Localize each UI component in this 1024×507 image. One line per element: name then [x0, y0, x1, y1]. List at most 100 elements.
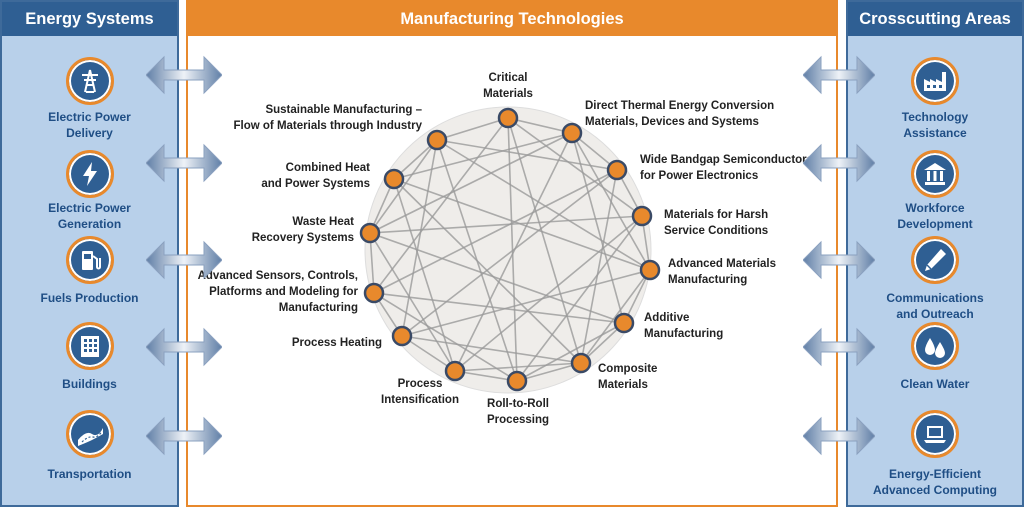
network-edge: [369, 132, 573, 234]
technology-node-label: Sustainable Manufacturing – Flow of Mater…: [234, 102, 422, 134]
technology-node: [359, 222, 381, 244]
crosscutting-area-item-label-line: Technology: [901, 110, 969, 124]
energy-system-item-label-line: Electric Power: [48, 201, 131, 215]
crosscutting-area-item-label-line: Energy-Efficient: [888, 467, 981, 481]
network-edge: [454, 370, 518, 382]
technology-node-label-line: Flow of Materials through Industry: [233, 120, 422, 132]
crosscutting-area-item-label-line: Advanced Computing: [872, 483, 997, 497]
network-edge: [401, 169, 618, 337]
energy-system-item-label-line: Transportation: [47, 467, 132, 481]
building-icon: [65, 322, 114, 370]
energy-system-item-label: Buildings: [2, 376, 177, 392]
technology-node-label-line: Wide Bandgap Semiconductors: [640, 154, 814, 166]
technology-node-label-line: Composite: [598, 363, 658, 375]
power-tower-icon: [65, 57, 114, 105]
energy-system-item-label: Transportation: [2, 466, 177, 482]
technology-node-label-line: Additive: [644, 312, 690, 324]
right-double-arrow-4: [803, 416, 875, 456]
institution-icon: [911, 150, 959, 198]
energy-system-item-label-line: Generation: [57, 217, 122, 231]
crosscutting-area-item-label-line: Assistance: [903, 126, 967, 140]
energy-system-item-label-line: Electric Power: [48, 110, 131, 124]
network-edge: [393, 178, 651, 271]
crosscutting-area-item-label-line: Development: [897, 217, 973, 231]
network-edge: [373, 169, 618, 294]
technology-node-label: Wide Bandgap Semiconductors for Power Ele…: [640, 152, 813, 184]
technology-node-label: Process Heating: [292, 335, 382, 351]
network-edge: [516, 215, 643, 382]
energy-systems-title: Energy Systems: [2, 2, 177, 36]
technology-node-label-line: Materials: [598, 379, 648, 391]
network-edge: [373, 292, 518, 382]
right-double-arrow-0: [803, 55, 875, 95]
network-edge: [436, 117, 509, 141]
right-double-arrow-3: [803, 327, 875, 367]
technology-node-label-line: Platforms and Modeling for: [209, 286, 358, 298]
technology-node-label-line: and Power Systems: [261, 178, 370, 190]
network-edge: [436, 139, 618, 171]
technology-node-label-line: Direct Thermal Energy Conversion: [585, 100, 775, 112]
technology-node-label-line: Sustainable Manufacturing –: [265, 104, 422, 116]
technology-node: [383, 168, 405, 190]
technology-node: [613, 312, 635, 334]
technology-node-label-line: Service Conditions: [664, 225, 769, 237]
left-double-arrow-0: [146, 55, 222, 95]
network-edge: [516, 362, 582, 382]
road-icon: [65, 410, 114, 458]
technology-node-label-line: Processing: [487, 414, 549, 426]
technology-node-label-line: Intensification: [381, 394, 459, 406]
technology-node-label-line: Waste Heat: [292, 216, 354, 228]
network-edge: [393, 178, 456, 372]
network-edge: [369, 139, 438, 234]
technology-node-label-line: Process Heating: [291, 337, 382, 349]
pen-icon: [911, 236, 959, 284]
network-edge: [507, 117, 573, 134]
left-double-arrow-2: [146, 240, 222, 280]
network-edge: [507, 117, 643, 217]
network-edge: [454, 132, 573, 372]
factory-icon: [911, 57, 959, 105]
technology-node-label-line: Process: [397, 378, 443, 390]
technology-node-label: Advanced Sensors, Controls,Platforms and…: [198, 268, 358, 316]
technology-node-label-line: Critical: [488, 72, 528, 84]
technology-node-label-line: Manufacturing: [278, 302, 358, 314]
right-double-arrow-2: [803, 240, 875, 280]
technology-node-label-line: for Power Electronics: [640, 170, 759, 182]
network-edge: [369, 215, 643, 234]
network-edge: [401, 269, 651, 337]
right-double-arrow-1: [803, 143, 875, 183]
crosscutting-area-item-label-line: Communications: [886, 291, 984, 305]
technology-node: [570, 352, 592, 374]
technology-node: [426, 129, 448, 151]
crosscutting-area-item-label-line: and Outreach: [896, 307, 974, 321]
network-edge: [454, 215, 643, 372]
network-edge: [369, 232, 625, 324]
network-edge: [401, 335, 582, 364]
left-double-arrow-3: [146, 327, 222, 367]
network-edge: [454, 362, 582, 372]
technology-node: [497, 107, 519, 129]
network-edge: [369, 232, 456, 372]
crosscutting-area-item-label: Clean Water: [848, 376, 1022, 392]
technology-node-label-line: Roll-to-Roll: [487, 398, 549, 410]
network-nodes: [359, 107, 661, 392]
crosscutting-area-item-label-line: Workforce: [905, 201, 965, 215]
technology-node: [444, 360, 466, 382]
network-edge: [373, 292, 625, 324]
energy-system-item-label: Fuels Production: [2, 290, 177, 306]
laptop-icon: [911, 410, 959, 458]
network-edge: [507, 117, 518, 382]
technology-node: [631, 205, 653, 227]
network-edge: [580, 169, 618, 364]
